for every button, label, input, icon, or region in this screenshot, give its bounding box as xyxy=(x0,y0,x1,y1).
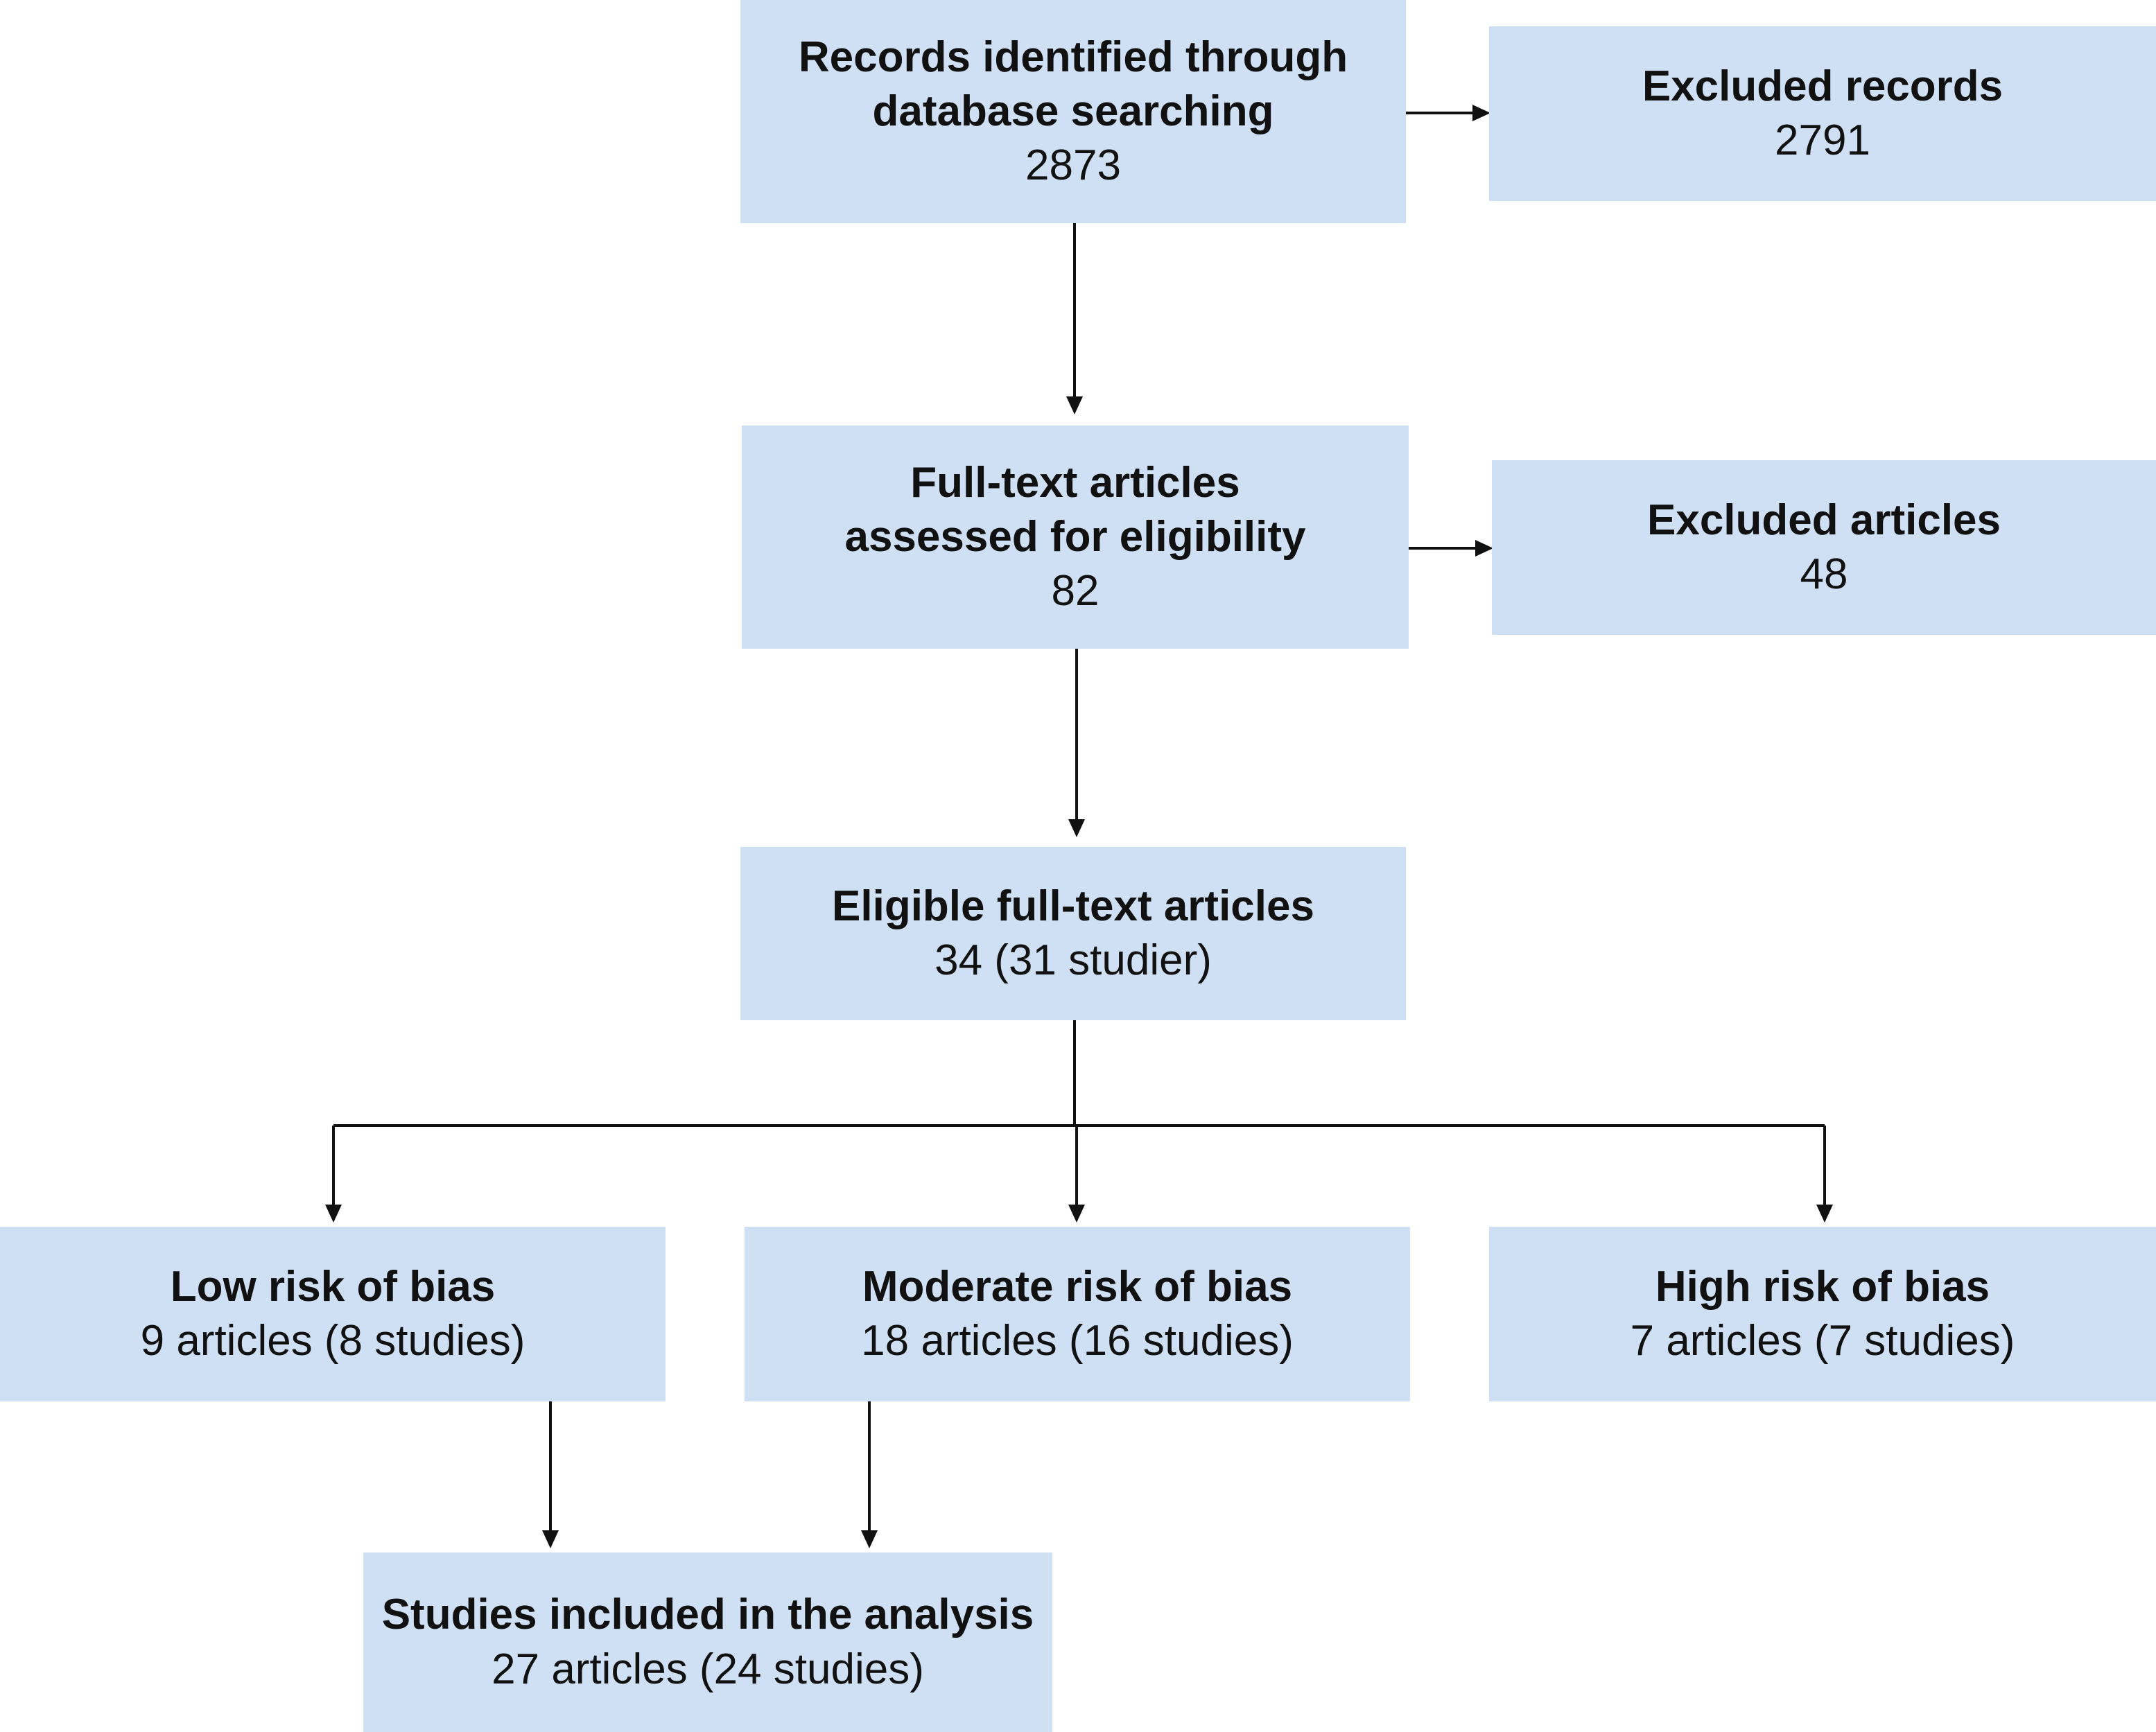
records-identified-box: Records identified through database sear… xyxy=(740,0,1406,223)
low-risk-count: 9 articles (8 studies) xyxy=(140,1317,525,1365)
arrowhead-included-from-low xyxy=(542,1530,559,1548)
excluded-records-count: 2791 xyxy=(1775,116,1870,164)
high-risk-count: 7 articles (7 studies) xyxy=(1630,1317,2015,1365)
excluded-records-box: Excluded records 2791 xyxy=(1489,26,2156,201)
fulltext-assessed-title: Full-text articles assessed for eligibil… xyxy=(844,458,1306,561)
arrowhead-moderate xyxy=(1068,1205,1085,1223)
records-identified-count: 2873 xyxy=(1025,141,1121,190)
studies-included-box: Studies included in the analysis 27 arti… xyxy=(363,1552,1052,1732)
excluded-articles-box: Excluded articles 48 xyxy=(1492,460,2156,635)
high-risk-title: High risk of bias xyxy=(1655,1262,1990,1311)
excluded-articles-count: 48 xyxy=(1800,550,1848,598)
records-identified-title: Records identified through database sear… xyxy=(798,33,1348,135)
high-risk-box: High risk of bias 7 articles (7 studies) xyxy=(1489,1227,2156,1401)
moderate-risk-box: Moderate risk of bias 18 articles (16 st… xyxy=(745,1227,1410,1401)
moderate-risk-count: 18 articles (16 studies) xyxy=(861,1317,1294,1365)
low-risk-title: Low risk of bias xyxy=(170,1262,496,1311)
arrowhead-excluded-records xyxy=(1472,105,1490,121)
arrowhead-excluded-articles xyxy=(1475,540,1493,557)
excluded-records-title: Excluded records xyxy=(1642,62,2003,110)
moderate-risk-title: Moderate risk of bias xyxy=(862,1262,1293,1311)
excluded-articles-title: Excluded articles xyxy=(1646,496,2001,544)
arrowhead-eligible xyxy=(1068,819,1085,837)
eligible-articles-box: Eligible full-text articles 34 (31 studi… xyxy=(740,847,1406,1020)
arrowhead-high xyxy=(1816,1205,1833,1223)
arrowhead-included-from-moderate xyxy=(861,1530,878,1548)
fulltext-assessed-count: 82 xyxy=(1051,567,1099,615)
arrowhead-low xyxy=(325,1205,342,1223)
studies-included-title: Studies included in the analysis xyxy=(381,1591,1034,1639)
studies-included-count: 27 articles (24 studies) xyxy=(492,1645,924,1693)
arrowhead-fulltext xyxy=(1066,396,1083,414)
fulltext-assessed-box: Full-text articles assessed for eligibil… xyxy=(742,426,1409,649)
eligible-articles-title: Eligible full-text articles xyxy=(832,882,1314,930)
low-risk-box: Low risk of bias 9 articles (8 studies) xyxy=(0,1227,666,1401)
eligible-articles-count: 34 (31 studier) xyxy=(934,936,1212,984)
